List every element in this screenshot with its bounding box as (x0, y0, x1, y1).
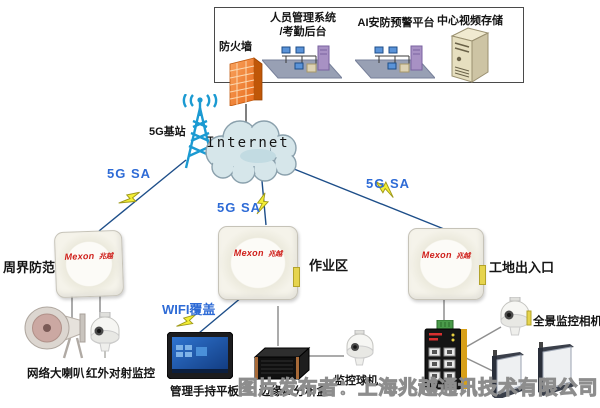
antenna-port-tab (293, 267, 300, 287)
mexon-logo: Mexon 兆越 (64, 251, 114, 263)
firewall-icon (228, 56, 264, 106)
video-storage-label: 中心视频存储 (437, 15, 503, 27)
antenna-port-tab (479, 265, 486, 285)
work-camera-label: 监控球机 (334, 375, 378, 387)
personnel-system-network-icon (262, 36, 342, 80)
internet-cloud-icon (192, 112, 304, 184)
firewall-label: 防火墙 (219, 41, 252, 53)
ai-box-label: 边缘AI分析盒 (259, 386, 328, 398)
industrial-switch-icon (423, 320, 469, 392)
mexon-logo: Mexon 兆越 (421, 249, 471, 260)
zone-work-title: 作业区 (309, 258, 349, 273)
ap-device-perimeter: Mexon 兆越 (53, 229, 125, 299)
publisher-watermark: 图片发布者：上海兆越通讯技术有限公司 (237, 377, 599, 400)
link-middle-label: 5G SA (217, 200, 262, 215)
panorama-camera-label: 全景监控相机 (533, 316, 600, 328)
handheld-tablet-icon (167, 332, 233, 379)
ap-device-gate: Mexon 兆越 (408, 228, 484, 300)
zone-gate-title: 工地出入口 (489, 260, 555, 275)
storage-server-icon (448, 26, 492, 84)
wifi-coverage-label: WIFI覆盖 (162, 302, 216, 317)
work-dome-camera-icon (343, 330, 377, 378)
base-station-label: 5G基站 (149, 126, 186, 138)
ir-dome-camera-icon (86, 312, 124, 366)
internet-label: Internet (206, 135, 290, 151)
ai-platform-network-icon (355, 36, 435, 80)
network-speaker-icon (23, 302, 89, 362)
link-left-label: 5G SA (107, 166, 152, 181)
turnstile-gates-icon (490, 342, 582, 398)
mexon-logo: Mexon 兆越 (233, 248, 283, 259)
ap-device-work-area: Mexon 兆越 (218, 226, 298, 300)
ai-platform-label: AI安防预警平台 (357, 17, 435, 29)
5g-base-station-icon (172, 94, 228, 174)
link-right-label: 5G SA (366, 176, 411, 191)
speaker-label: 网络大喇叭 (27, 368, 85, 380)
panorama-camera-icon (496, 297, 534, 347)
zone-perimeter-title: 周界防范 (3, 260, 56, 275)
tablet-label: 管理手持平板 (170, 386, 239, 398)
ir-camera-label: 红外对射监控 (86, 368, 155, 380)
personnel-system-label: 人员管理系统 /考勤后台 (270, 12, 336, 38)
edge-ai-box-icon (253, 343, 311, 383)
